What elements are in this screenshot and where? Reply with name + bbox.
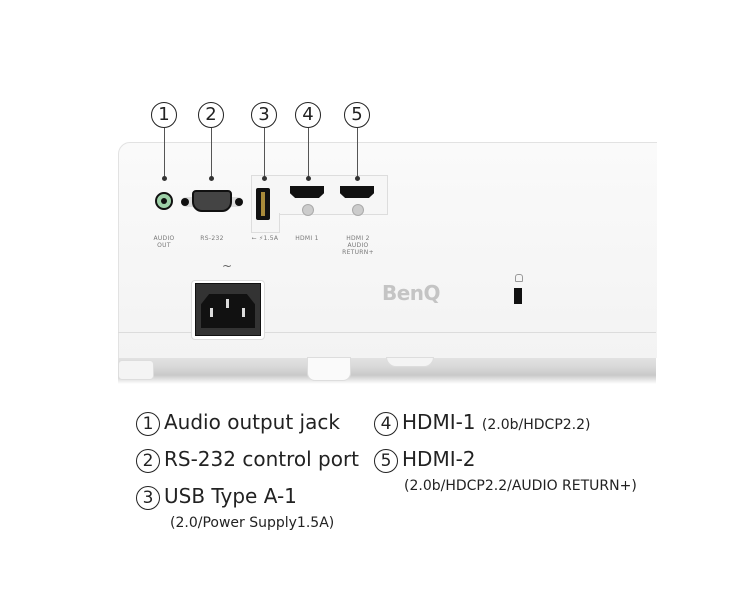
- legend-detail-4: (2.0b/HDCP2.2): [481, 417, 591, 433]
- kensington-slot: [514, 288, 522, 304]
- leader-dot: [209, 176, 214, 181]
- legend-label: HDMI-2: [402, 447, 476, 471]
- hdmi-2-port: [340, 186, 374, 198]
- legend-number: 3: [136, 485, 160, 510]
- usb-label: ⭠ ⚡1.5A: [251, 235, 279, 242]
- legend-label: HDMI-1: [402, 410, 476, 434]
- callout-3: 3: [251, 102, 277, 128]
- rs232-screw: [235, 198, 243, 206]
- rs232-screw: [181, 198, 189, 206]
- hdmi-2-screw: [352, 204, 364, 216]
- power-inlet: [195, 283, 261, 336]
- hdmi-2-label-line: HDMI 2: [346, 235, 370, 242]
- hdmi-1-screw: [302, 204, 314, 216]
- leader-line: [308, 128, 309, 178]
- leader-line: [264, 128, 265, 178]
- lock-icon: [515, 274, 523, 282]
- legend-number: 2: [136, 448, 160, 473]
- rear-foot: [386, 357, 434, 367]
- legend-label: Audio output jack: [164, 410, 340, 434]
- front-foot: [307, 357, 351, 381]
- rs232-label: RS-232: [200, 235, 224, 242]
- leader-line: [164, 128, 165, 178]
- callout-2: 2: [198, 102, 224, 128]
- adjustable-foot-left: [118, 360, 154, 380]
- callout-1: 1: [151, 102, 177, 128]
- legend-number: 5: [374, 448, 398, 473]
- callout-5: 5: [344, 102, 370, 128]
- hdmi-2-label-line: AUDIO: [347, 242, 369, 249]
- usb-a-port: [256, 188, 270, 220]
- panel-divider: [118, 332, 656, 333]
- legend-label: USB Type A-1: [164, 484, 297, 508]
- hdmi-1-label: HDMI 1: [295, 235, 319, 242]
- benq-logo: BenQ: [382, 281, 441, 305]
- hdmi-2-label: HDMI 2 AUDIO RETURN+: [336, 235, 380, 256]
- legend-label: RS-232 control port: [164, 447, 360, 471]
- legend-number: 4: [374, 411, 398, 436]
- hdmi-1-port: [290, 186, 324, 198]
- leader-dot: [162, 176, 167, 181]
- leader-dot: [262, 176, 267, 181]
- leader-dot: [355, 176, 360, 181]
- legend-number: 1: [136, 411, 160, 436]
- callout-4: 4: [295, 102, 321, 128]
- legend-detail-5: (2.0b/HDCP2.2/AUDIO RETURN+): [404, 478, 637, 494]
- hdmi-2-label-line: RETURN+: [342, 249, 374, 256]
- leader-line: [211, 128, 212, 178]
- audio-jack-port: [155, 192, 173, 210]
- leader-dot: [306, 176, 311, 181]
- rs232-port: [192, 190, 232, 212]
- audio-out-label: AUDIO OUT: [153, 235, 175, 249]
- ac-symbol: ~: [222, 259, 233, 273]
- legend-detail-3: (2.0/Power Supply1.5A): [170, 515, 335, 531]
- leader-line: [357, 128, 358, 178]
